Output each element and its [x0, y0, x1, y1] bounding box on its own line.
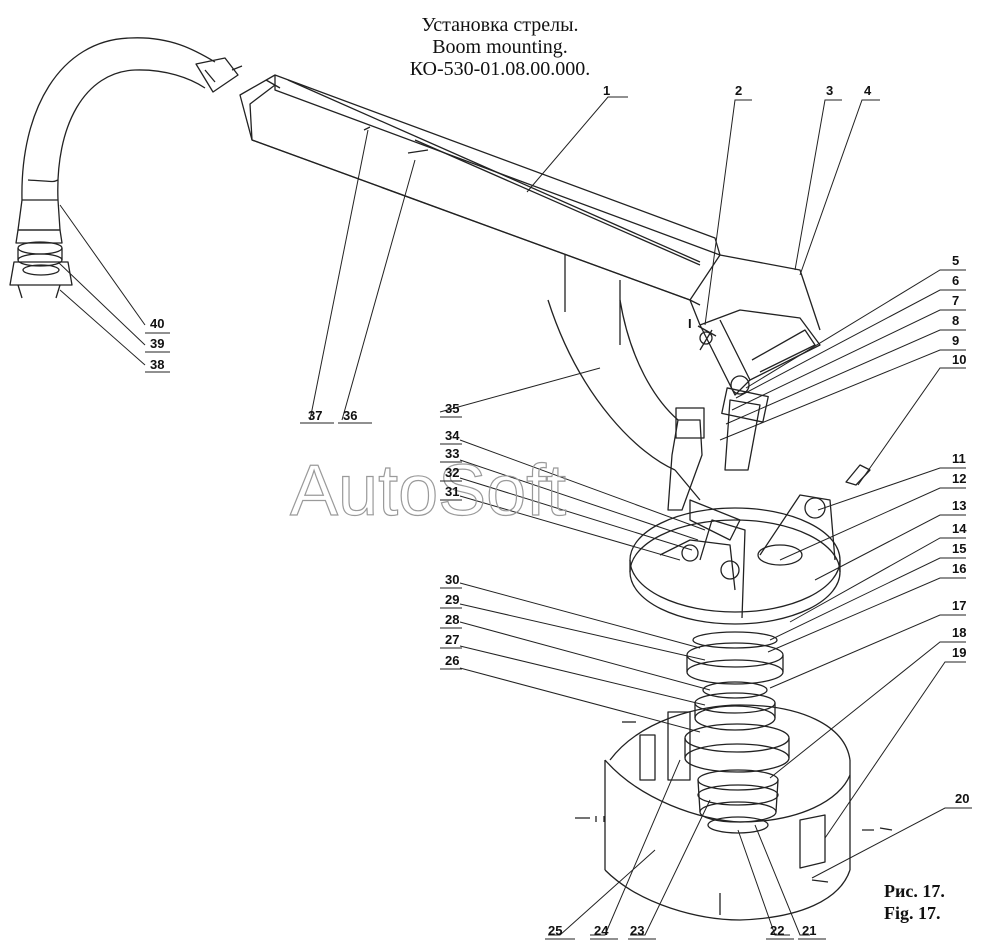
callout-38: 38 — [150, 357, 164, 372]
hydraulic-cylinders — [667, 325, 769, 511]
callout-14: 14 — [952, 521, 967, 536]
callout-17: 17 — [952, 598, 966, 613]
callout-25: 25 — [548, 923, 562, 938]
callout-8: 8 — [952, 313, 959, 328]
boom-column — [547, 299, 701, 501]
callout-16: 16 — [952, 561, 966, 576]
callout-6: 6 — [952, 273, 959, 288]
figure-label-en: Fig. 17. — [884, 903, 941, 923]
callout-26: 26 — [445, 653, 459, 668]
callout-30: 30 — [445, 572, 459, 587]
turntable-plate — [629, 494, 841, 625]
callout-2: 2 — [735, 83, 742, 98]
guard-shell — [604, 704, 851, 921]
callout-40: 40 — [150, 316, 164, 331]
callout-31: 31 — [445, 484, 459, 499]
slewing-bearing-stack — [684, 631, 790, 834]
section-marker: I — [688, 316, 692, 331]
callout-29: 29 — [445, 592, 459, 607]
callout-7: 7 — [952, 293, 959, 308]
callout-22: 22 — [770, 923, 784, 938]
callout-32: 32 — [445, 465, 459, 480]
callout-34: 34 — [445, 428, 460, 443]
title-ru: Установка стрелы. — [421, 14, 579, 36]
callout-underlines — [145, 332, 826, 940]
drawing-number: КО-530-01.08.00.000. — [409, 58, 591, 80]
callout-5: 5 — [952, 253, 959, 268]
callout-35: 35 — [445, 401, 459, 416]
callout-36: 36 — [343, 408, 357, 423]
boom-body — [239, 74, 821, 396]
callout-4: 4 — [864, 83, 872, 98]
callout-10: 10 — [952, 352, 966, 367]
callout-11: 11 — [952, 451, 966, 466]
watermark-text: AutoSoft — [290, 451, 566, 531]
callout-9: 9 — [952, 333, 959, 348]
suction-hose — [9, 37, 239, 299]
callout-28: 28 — [445, 612, 459, 627]
callout-37: 37 — [308, 408, 322, 423]
callout-23: 23 — [630, 923, 644, 938]
callout-15: 15 — [952, 541, 966, 556]
callout-19: 19 — [952, 645, 966, 660]
callout-21: 21 — [802, 923, 816, 938]
figure-label-ru: Рис. 17. — [884, 881, 945, 901]
callout-numbers: 1 2 3 4 5 6 7 8 9 10 11 12 13 14 15 16 1… — [150, 83, 969, 938]
callout-13: 13 — [952, 498, 966, 513]
leader-lines — [57, 96, 972, 936]
callout-33: 33 — [445, 446, 459, 461]
callout-27: 27 — [445, 632, 459, 647]
title-en: Boom mounting. — [432, 36, 568, 58]
drawing-title: Установка стрелы. Boom mounting. КО-530-… — [330, 14, 670, 80]
callout-1: 1 — [603, 83, 610, 98]
callout-3: 3 — [826, 83, 833, 98]
callout-20: 20 — [955, 791, 969, 806]
callout-39: 39 — [150, 336, 164, 351]
callout-18: 18 — [952, 625, 966, 640]
callout-12: 12 — [952, 471, 966, 486]
callout-24: 24 — [594, 923, 609, 938]
figure-caption: Рис. 17. Fig. 17. — [884, 880, 945, 924]
